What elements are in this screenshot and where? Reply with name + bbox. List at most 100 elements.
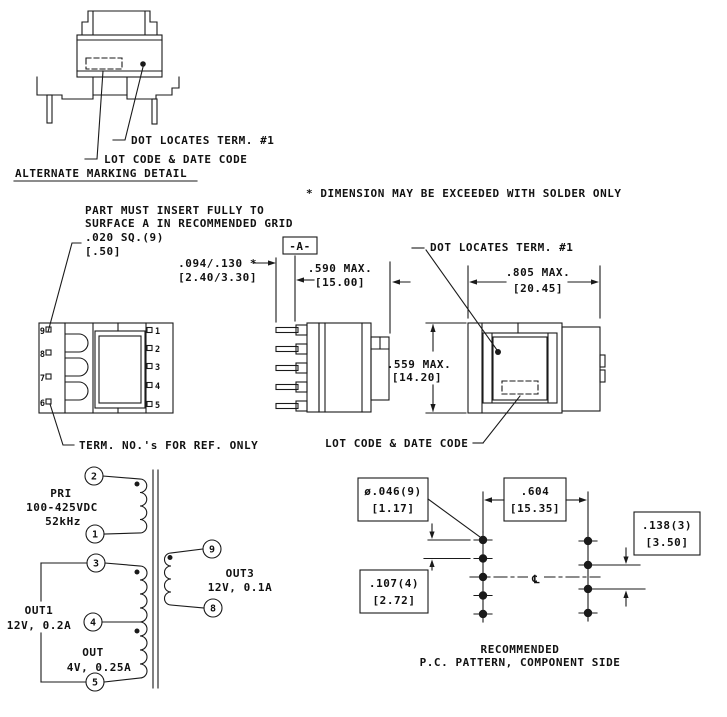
insert-note-line2: SURFACE A IN RECOMMENDED GRID [85,217,293,230]
terminal-4: 4 [90,618,96,629]
hole-dia-dim: ø.046(9) [364,485,421,498]
terminal-5: 5 [92,678,98,689]
out1-label: OUT1 [25,604,54,617]
primary-winding [102,475,148,535]
out3-rating: 12V, 0.1A [208,581,273,594]
pin-label-4: 4 [155,382,160,392]
dot-leader [112,66,144,141]
pc-right-pads [578,532,598,622]
alt-dot-label: DOT LOCATES TERM. #1 [131,134,274,147]
pitch-x-box [503,477,567,522]
pc-hole-dimension: ø.046(9) [1.17] [357,477,481,538]
side-width-dim-mm: [15.00] [315,276,365,289]
primary-voltage: 100-425VDC [26,501,98,514]
pitch-right-box [633,511,701,556]
right-leg [151,98,158,125]
pc-caption-line1: RECOMMENDED [481,643,560,656]
pc-pattern: ℄ .604 [15.35] ø.046(9) [1.17] .107(4) [ [357,477,701,669]
pin-label-8: 8 [40,350,45,360]
pin-label-5: 5 [155,401,160,411]
top-height-dim-mm: [14.20] [392,371,442,384]
pc-pitch-right-dimension: .138(3) [3.50] [596,511,701,607]
datum-a-label: -A- [289,240,311,253]
secondary-winding-98 [163,548,205,609]
left-leg [46,94,53,124]
hole-dia-dim-mm: [1.17] [371,502,414,515]
pin-label-7: 7 [40,374,45,384]
lot-leader-top [482,395,521,444]
terminal-2: 2 [91,472,97,483]
pitch-right-dim: .138(3) [642,519,692,532]
terminal-1: 1 [92,530,98,541]
winding-schematic: 2 1 3 4 5 9 8 PRI 100-425VDC 52kHz OUT1 … [7,466,273,692]
out1-rating: 12V, 0.2A [7,619,72,632]
out3-label: OUT3 [226,567,255,580]
side-view-pins [275,324,308,412]
bottom-view-right-pins: 1 2 3 4 5 [146,326,160,411]
pc-caption-line2: P.C. PATTERN, COMPONENT SIDE [420,656,621,669]
general-notes: * DIMENSION MAY BE EXCEEDED WITH SOLDER … [85,187,622,230]
datum-a-box [282,236,318,255]
dot-leader-top [425,249,498,351]
side-view: -A- .094/.130 * [2.40/3.30] .590 MAX. [1… [178,236,411,413]
solder-note: * DIMENSION MAY BE EXCEEDED WITH SOLDER … [306,187,622,200]
side-width-dim: .590 MAX. [308,262,373,275]
term1-dot-top [495,349,501,355]
top-lot-label: LOT CODE & DATE CODE [325,437,468,450]
side-view-dimensions: -A- .094/.130 * [2.40/3.30] .590 MAX. [1… [178,236,411,334]
pin-label-2: 2 [155,345,160,355]
pc-pitch-x-dimension: .604 [15.35] [482,477,589,534]
pin-label-1: 1 [155,327,160,337]
centerline-symbol: ℄ [531,573,540,586]
top-width-dim-mm: [20.45] [513,282,563,295]
primary-frequency: 52kHz [45,515,81,528]
out1-bracket [40,562,88,683]
standoff-dim: .094/.130 * [178,257,257,270]
terminal-3: 3 [93,559,99,570]
pc-pitch-left-dimension: .107(4) [2.72] [359,523,471,614]
standoff-dim-mm: [2.40/3.30] [178,271,257,284]
hole-dia-leader [427,498,481,538]
schematic-terminals: 2 1 3 4 5 9 8 [83,466,223,692]
alternate-marking-view: DOT LOCATES TERM. #1 LOT CODE & DATE COD… [13,10,274,182]
pin-label-3: 3 [155,363,160,373]
insert-note-line1: PART MUST INSERT FULLY TO [85,204,264,217]
term1-dot [140,61,146,67]
top-view: .805 MAX. [20.45] .559 MAX. [14.20] DOT … [325,241,606,450]
primary-label: PRI [50,487,72,500]
lot-leader [84,70,104,160]
pin-size-leader [47,242,82,333]
pin-size-dim: .020 SQ.(9) [85,231,164,244]
pitch-left-box [359,569,429,614]
pitch-x-dim-mm: [15.35] [510,502,560,515]
pin-label-9: 9 [40,327,45,337]
polarity-dot [134,569,140,575]
pitch-right-dim-mm: [3.50] [645,536,688,549]
lot-code-area [85,57,123,70]
secondary-winding-345 [101,562,148,683]
bottom-view: 9 8 7 6 1 2 3 4 5 .020 SQ.(9) [.50] TERM… [38,231,258,452]
top-dot-label: DOT LOCATES TERM. #1 [430,241,573,254]
pitch-left-dim: .107(4) [369,577,419,590]
polarity-dot [134,481,140,487]
terminal-8: 8 [210,604,216,615]
pin-label-6: 6 [40,399,45,409]
top-height-dim: .559 MAX. [387,358,452,371]
top-height-dimension: .559 MAX. [14.20] [387,322,467,414]
out-label: OUT [82,646,104,659]
pc-left-pads [473,531,493,623]
pitch-x-dim: .604 [521,485,550,498]
alternate-marking-title: ALTERNATE MARKING DETAIL [15,167,187,180]
polarity-dot [167,555,173,560]
top-width-dim: .805 MAX. [506,266,571,279]
alt-lot-label: LOT CODE & DATE CODE [104,153,247,166]
lot-code-area-top [501,380,539,395]
terminal-9: 9 [209,545,215,556]
pitch-left-dim-mm: [2.72] [372,594,415,607]
top-width-dimension: .805 MAX. [20.45] [467,265,601,319]
out-rating: 4V, 0.25A [67,661,132,674]
pin-size-dim-mm: [.50] [85,245,121,258]
polarity-dot [134,628,140,634]
